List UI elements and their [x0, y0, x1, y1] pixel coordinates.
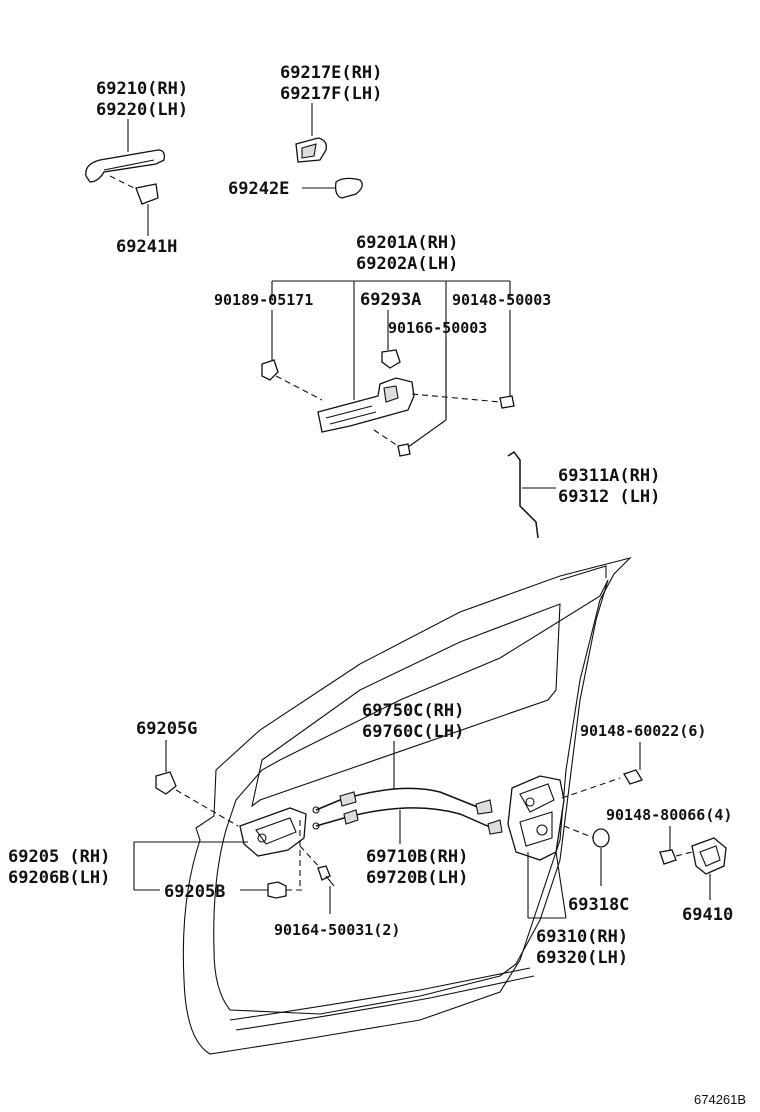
- label-69220: 69220(LH): [96, 100, 188, 120]
- label-69410: 69410: [682, 905, 733, 925]
- label-90148-60022: 90148-60022(6): [580, 722, 706, 740]
- label-69710b: 69710B(RH): [366, 847, 468, 867]
- label-69217f: 69217F(LH): [280, 84, 382, 104]
- figure-id: 674261B: [694, 1092, 746, 1107]
- inside-handle-group: 69205 (RH) 69206B(LH) 69205B 90164-50031…: [8, 807, 400, 939]
- inside-handle: [239, 807, 307, 857]
- outside-handle-group: 69210(RH) 69220(LH) 69241H: [85, 79, 188, 257]
- label-90148-80066: 90148-80066(4): [606, 806, 732, 824]
- screw-90148-60022: [623, 769, 643, 785]
- clip-69293a: [381, 349, 401, 369]
- label-69312: 69312 (LH): [558, 487, 660, 507]
- door-outline: [182, 556, 632, 1055]
- label-90148-50003: 90148-50003: [452, 291, 551, 309]
- label-69320: 69320(LH): [536, 948, 628, 968]
- label-69310: 69310(RH): [536, 927, 628, 947]
- window-frame: [251, 603, 561, 808]
- clip-69205g-group: 69205G: [136, 719, 239, 827]
- clip-90189: [261, 359, 279, 381]
- door-lock-group: 90148-60022(6) 69318C 69310(RH) 69320(LH…: [507, 722, 706, 968]
- door-striker: [691, 837, 727, 875]
- label-69242e: 69242E: [228, 179, 289, 199]
- label-69760c: 69760C(LH): [362, 722, 464, 742]
- label-69241h: 69241H: [116, 237, 177, 257]
- lock-rod: [507, 450, 539, 539]
- label-90164: 90164-50031(2): [274, 921, 400, 939]
- label-90189: 90189-05171: [214, 291, 313, 309]
- screw-69205b: [267, 881, 287, 899]
- label-90166: 90166-50003: [388, 319, 487, 337]
- screw-90166: [397, 443, 411, 457]
- handle-pad-69241h: [135, 183, 159, 205]
- label-69205g: 69205G: [136, 719, 197, 739]
- washer-69318c: [592, 828, 610, 848]
- cable-label-group: 69750C(RH) 69760C(LH): [362, 701, 464, 790]
- cable-group: 69710B(RH) 69720B(LH): [312, 787, 503, 888]
- screw-90148-50003: [499, 395, 515, 409]
- rod-group: 69311A(RH) 69312 (LH): [507, 450, 660, 539]
- frame-assembly-group: 69201A(RH) 69202A(LH) 90189-05171 69293A…: [214, 233, 551, 457]
- label-69318c: 69318C: [568, 895, 629, 915]
- label-69201a: 69201A(RH): [356, 233, 458, 253]
- clip-69205g: [155, 771, 177, 795]
- cable-lower: [315, 807, 493, 829]
- label-69205: 69205 (RH): [8, 847, 110, 867]
- label-69293a: 69293A: [360, 290, 421, 310]
- label-69205b: 69205B: [164, 882, 225, 902]
- screw-90148-80066: [659, 849, 677, 865]
- label-69311a: 69311A(RH): [558, 466, 660, 486]
- label-69210: 69210(RH): [96, 79, 188, 99]
- cover-group: 69217E(RH) 69217F(LH) 69242E: [228, 63, 382, 199]
- label-69202a: 69202A(LH): [356, 254, 458, 274]
- striker-group: 90148-80066(4) 69410: [606, 806, 733, 925]
- label-69720b: 69720B(LH): [366, 868, 468, 888]
- gasket-69242e: [334, 177, 363, 199]
- label-69206b: 69206B(LH): [8, 868, 110, 888]
- label-69217e: 69217E(RH): [280, 63, 382, 83]
- label-69750c: 69750C(RH): [362, 701, 464, 721]
- door-panel: [182, 556, 632, 1055]
